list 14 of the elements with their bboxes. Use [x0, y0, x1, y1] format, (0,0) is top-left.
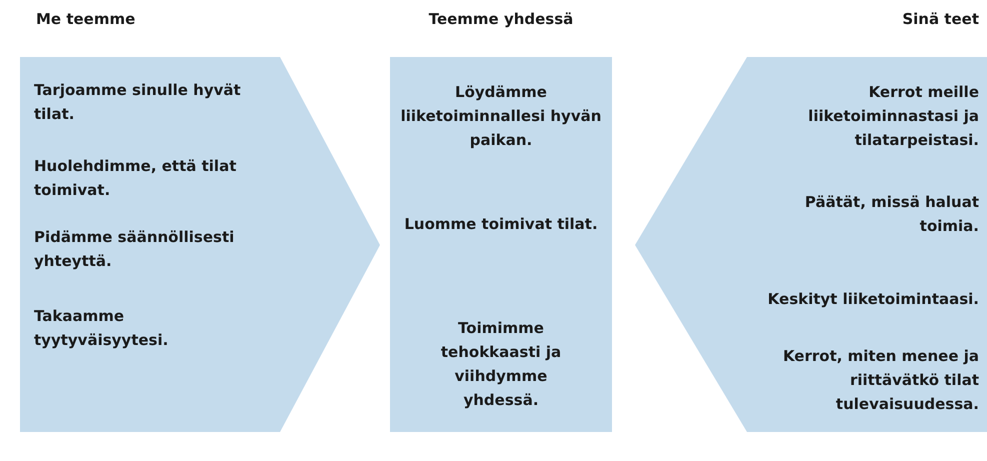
paragraph: Päätät, missä haluat toimia.: [804, 192, 979, 237]
column-heading: Sinä teet: [902, 10, 979, 28]
paragraph: Tarjoamme sinulle hyvät tilat.: [34, 80, 242, 125]
paragraph: Löydämme liiketoiminnallesi hyvän paikan.: [400, 82, 602, 151]
paragraph: Keskityt liiketoimintaasi.: [766, 289, 979, 310]
column-heading: Teemme yhdessä: [428, 10, 574, 28]
paragraph: Huolehdimme, että tilat toimivat.: [34, 156, 238, 201]
paragraph: Kerrot meille liiketoiminnastasi ja tilatarpeistasi.: [807, 82, 979, 151]
paragraph: Takaamme tyytyväisyytesi.: [34, 306, 170, 351]
column-heading: Me teemme: [36, 10, 136, 28]
paragraph: Toimimme tehokkaasti ja viihdymme yhdessä.: [440, 318, 562, 411]
paragraph: Luomme toimivat tilat.: [403, 214, 599, 235]
paragraph: Kerrot, miten menee ja riittävätkö tilat tulevaisuudessa.: [782, 346, 979, 415]
paragraph: Pidämme säännöllisesti yhteyttä.: [34, 227, 236, 272]
